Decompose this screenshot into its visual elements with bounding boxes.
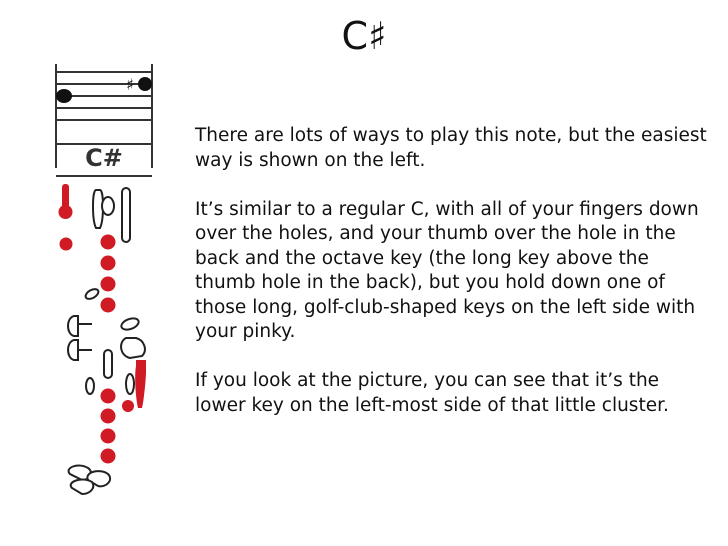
slide-title: C♯ [341, 14, 387, 58]
paragraph-explanation: It’s similar to a regular C, with all of… [195, 198, 699, 343]
lower-side-hole [122, 400, 134, 412]
sharp-symbol-small: ♯ [126, 75, 134, 94]
thumb-hole [59, 237, 73, 251]
note-head-right [138, 77, 152, 91]
paragraph-intro: There are lots of ways to play this note… [195, 125, 707, 171]
pressed-pinky-key [135, 360, 146, 408]
octave-key [58, 184, 73, 219]
paragraph-picture-hint: If you look at the picture, you can see … [195, 370, 669, 416]
lower-small-keys [85, 373, 135, 395]
lower-hand-holes [100, 388, 116, 464]
right-side-keys [103, 337, 146, 379]
fingering-label: C# [85, 144, 123, 172]
note-head-left [56, 89, 72, 103]
pinky-key-cluster [67, 315, 92, 361]
slide-body: There are lots of ways to play this note… [195, 124, 715, 443]
bottom-keys [67, 464, 112, 496]
upper-side-keys [92, 187, 131, 243]
upper-hand-holes [100, 234, 116, 313]
fingering-chart-diagram: ♯ C# [55, 64, 153, 496]
small-side-keys [84, 288, 140, 331]
